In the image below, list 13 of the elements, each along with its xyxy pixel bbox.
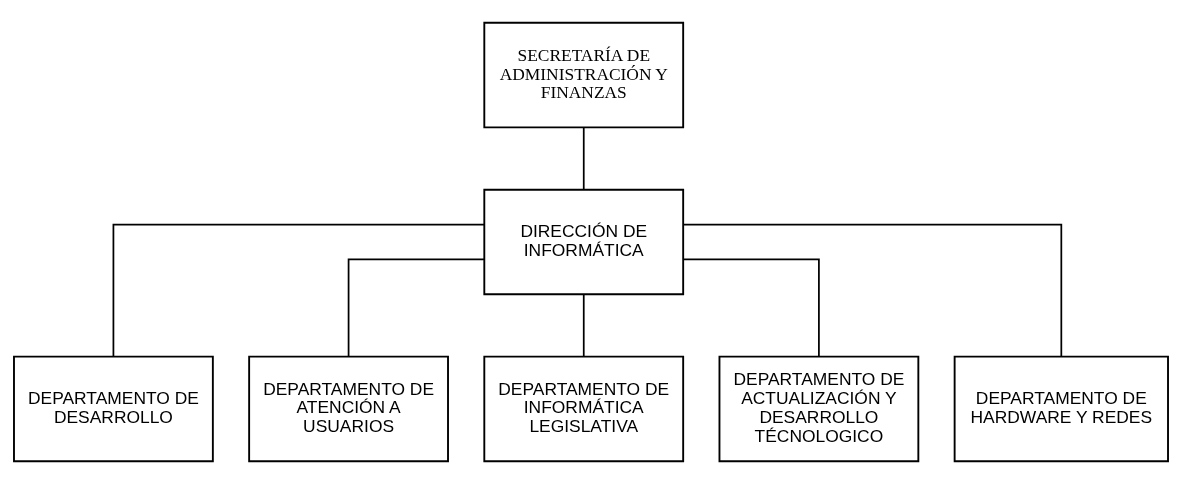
node-box: DEPARTAMENTO DE DESARROLLO — [13, 355, 214, 462]
connector — [347, 258, 485, 357]
connector — [112, 223, 485, 357]
connector — [582, 293, 585, 357]
node-box: DEPARTAMENTO DE INFORMÁTICA LEGISLATIVA — [483, 355, 685, 462]
connector — [682, 258, 820, 357]
node-box: DEPARTAMENTO DE HARDWARE Y REDES — [953, 355, 1169, 462]
node-box: SECRETARÍA DE ADMINISTRACIÓN Y FINANZAS — [483, 21, 685, 128]
node-box: DIRECCIÓN DE INFORMÁTICA — [483, 188, 685, 295]
connector — [582, 126, 585, 190]
node-box: DEPARTAMENTO DE ATENCIÓN A USUARIOS — [248, 355, 449, 462]
node-box: DEPARTAMENTO DE ACTUALIZACIÓN Y DESARROLLO TÉCNOLOGICO — [718, 355, 920, 462]
connector — [682, 223, 1063, 357]
